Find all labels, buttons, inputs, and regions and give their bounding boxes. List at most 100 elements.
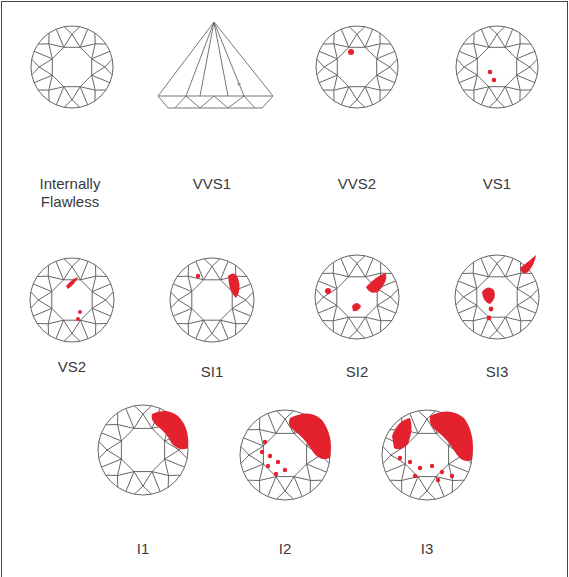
facet-line bbox=[317, 67, 324, 75]
facet-line bbox=[37, 276, 48, 277]
facet-line bbox=[310, 481, 311, 493]
facet-line bbox=[134, 472, 143, 486]
facet-line bbox=[530, 67, 537, 75]
facet-line bbox=[101, 433, 121, 441]
facet-line bbox=[173, 308, 192, 316]
facet-line bbox=[401, 481, 402, 493]
facet-line bbox=[241, 446, 249, 455]
facet-line bbox=[337, 47, 349, 59]
diamond-facets bbox=[30, 26, 539, 500]
facet-line bbox=[52, 75, 64, 87]
facet-line bbox=[165, 459, 185, 467]
facet-line bbox=[177, 276, 188, 277]
facet-line bbox=[505, 258, 513, 277]
facet-line bbox=[165, 459, 169, 476]
facet-line bbox=[462, 320, 473, 321]
facet-line bbox=[64, 47, 80, 48]
facet-line bbox=[241, 455, 249, 464]
facet-line bbox=[48, 33, 49, 44]
facet-line bbox=[80, 308, 92, 320]
facet-line bbox=[427, 477, 436, 491]
facet-line bbox=[333, 262, 334, 273]
clarity-grade-label: VS2 bbox=[17, 358, 127, 376]
facet-line bbox=[80, 280, 92, 292]
facet-line bbox=[380, 262, 381, 273]
facet-line bbox=[188, 276, 203, 280]
facet-line bbox=[517, 305, 536, 313]
facet-line bbox=[259, 481, 260, 493]
facet-line bbox=[377, 44, 381, 59]
facet-line bbox=[334, 87, 349, 91]
facet-line bbox=[517, 75, 535, 83]
facet-line bbox=[33, 308, 52, 316]
facet-line bbox=[531, 297, 539, 305]
facet-line bbox=[118, 472, 135, 476]
facet-line bbox=[48, 276, 52, 291]
facet-line bbox=[143, 486, 152, 494]
facet-line bbox=[92, 75, 110, 83]
facet-line bbox=[453, 480, 465, 481]
facet-line bbox=[64, 259, 72, 267]
facet-line bbox=[34, 51, 52, 59]
facet-line bbox=[316, 297, 324, 305]
facet-line bbox=[333, 317, 348, 321]
facet-line bbox=[232, 308, 236, 323]
facet-line bbox=[56, 261, 64, 280]
facet-line bbox=[34, 75, 52, 83]
facet-line bbox=[80, 44, 95, 48]
facet-line bbox=[337, 305, 349, 317]
facet-line bbox=[477, 75, 489, 87]
facet-line bbox=[263, 433, 276, 446]
facet-line bbox=[365, 273, 380, 277]
facet-line bbox=[259, 418, 260, 430]
facet-line bbox=[516, 59, 517, 75]
facet-line bbox=[96, 323, 107, 324]
facet-line bbox=[418, 433, 436, 434]
facet-line bbox=[436, 477, 444, 497]
clarity-grade-label: I3 bbox=[372, 540, 482, 558]
facet-line bbox=[322, 273, 333, 274]
facet-line bbox=[37, 323, 48, 324]
facet-line bbox=[405, 446, 406, 464]
facet-line bbox=[377, 59, 390, 67]
facet-line bbox=[383, 455, 391, 464]
facet-line bbox=[333, 305, 337, 320]
facet-line bbox=[38, 43, 49, 44]
facet-line bbox=[64, 320, 72, 333]
facet-line bbox=[323, 89, 334, 90]
facet-line bbox=[473, 33, 474, 44]
facet-line bbox=[248, 480, 260, 481]
facet-line bbox=[365, 47, 377, 59]
facet-line bbox=[243, 464, 263, 472]
facet-line bbox=[64, 34, 72, 47]
facet-line bbox=[427, 491, 436, 499]
facet-line bbox=[334, 44, 338, 59]
facet-line bbox=[220, 320, 228, 339]
facet-line bbox=[52, 47, 64, 59]
facet-line bbox=[204, 320, 221, 321]
facet-line bbox=[319, 51, 337, 59]
facet-line bbox=[456, 297, 464, 305]
facet-line bbox=[497, 87, 505, 100]
facet-line bbox=[519, 90, 520, 101]
facet-line bbox=[268, 477, 276, 497]
facet-line bbox=[418, 411, 427, 419]
facet-line bbox=[51, 292, 52, 309]
facet-line bbox=[457, 67, 464, 75]
facet-line bbox=[32, 67, 39, 75]
facet-line bbox=[449, 464, 469, 472]
facet-line bbox=[204, 279, 221, 280]
facet-line bbox=[463, 43, 474, 44]
facet-line bbox=[260, 464, 264, 481]
facet-line bbox=[134, 471, 152, 472]
facet-line bbox=[402, 464, 406, 481]
facet-line bbox=[95, 265, 96, 276]
facet-line bbox=[246, 300, 254, 308]
facet-line bbox=[99, 441, 107, 450]
clarity-grade-label: VS1 bbox=[442, 175, 552, 193]
facet-line bbox=[106, 292, 114, 300]
girdle-outline bbox=[31, 26, 113, 108]
facet-line bbox=[463, 289, 476, 297]
facet-line bbox=[357, 317, 365, 330]
facet-line bbox=[489, 276, 506, 277]
